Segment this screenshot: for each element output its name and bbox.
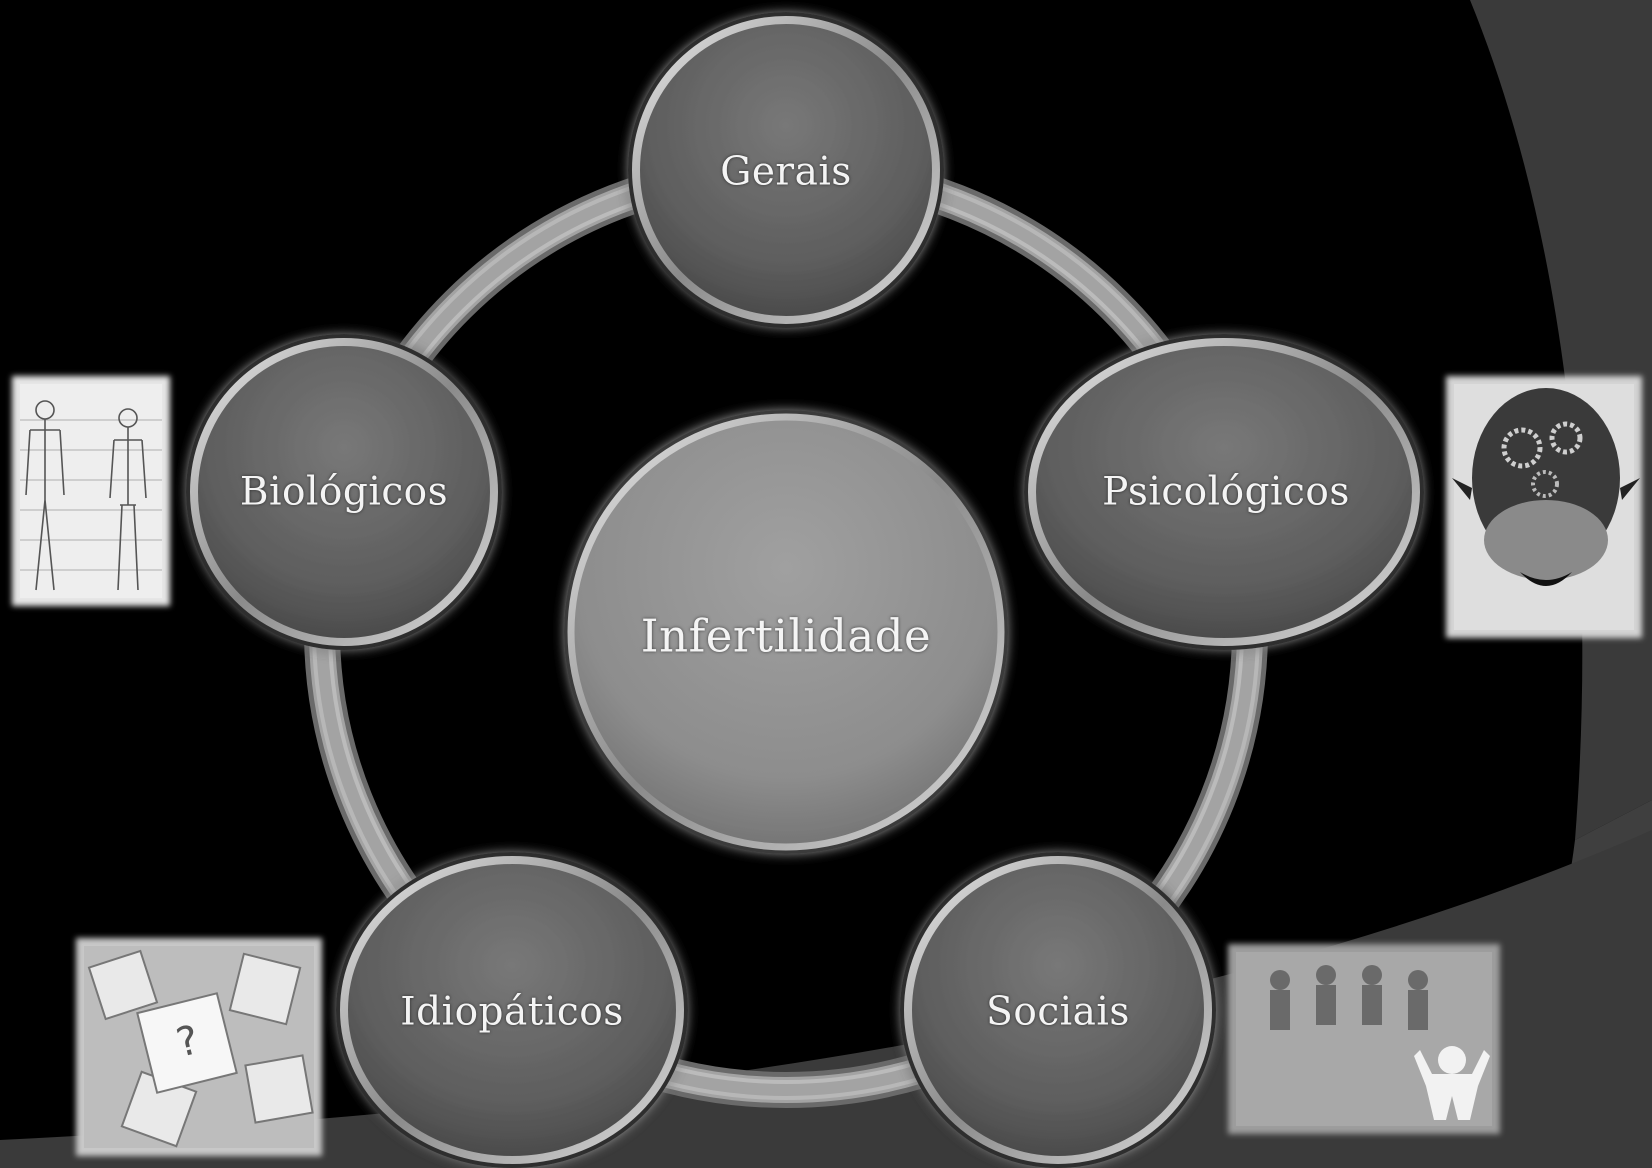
node-label-idiopaticos: Idiopáticos (400, 989, 624, 1035)
node-label-gerais: Gerais (720, 149, 852, 195)
node-psicologicos (1024, 334, 1424, 650)
node-label-sociais: Sociais (986, 989, 1130, 1035)
anatomy-figures-image (12, 376, 170, 606)
node-idiopaticos (336, 852, 688, 1168)
head-gears-image (1446, 376, 1642, 638)
center-label: Infertilidade (640, 609, 932, 663)
node-biologicos (186, 334, 502, 650)
node-gerais (628, 12, 944, 328)
node-label-biologicos: Biológicos (239, 469, 449, 515)
node-sociais (900, 852, 1216, 1168)
center-node (564, 410, 1008, 854)
node-label-psicologicos: Psicológicos (1102, 469, 1350, 515)
paper-people-image (1228, 944, 1500, 1134)
question-key-image: ? (76, 938, 322, 1156)
